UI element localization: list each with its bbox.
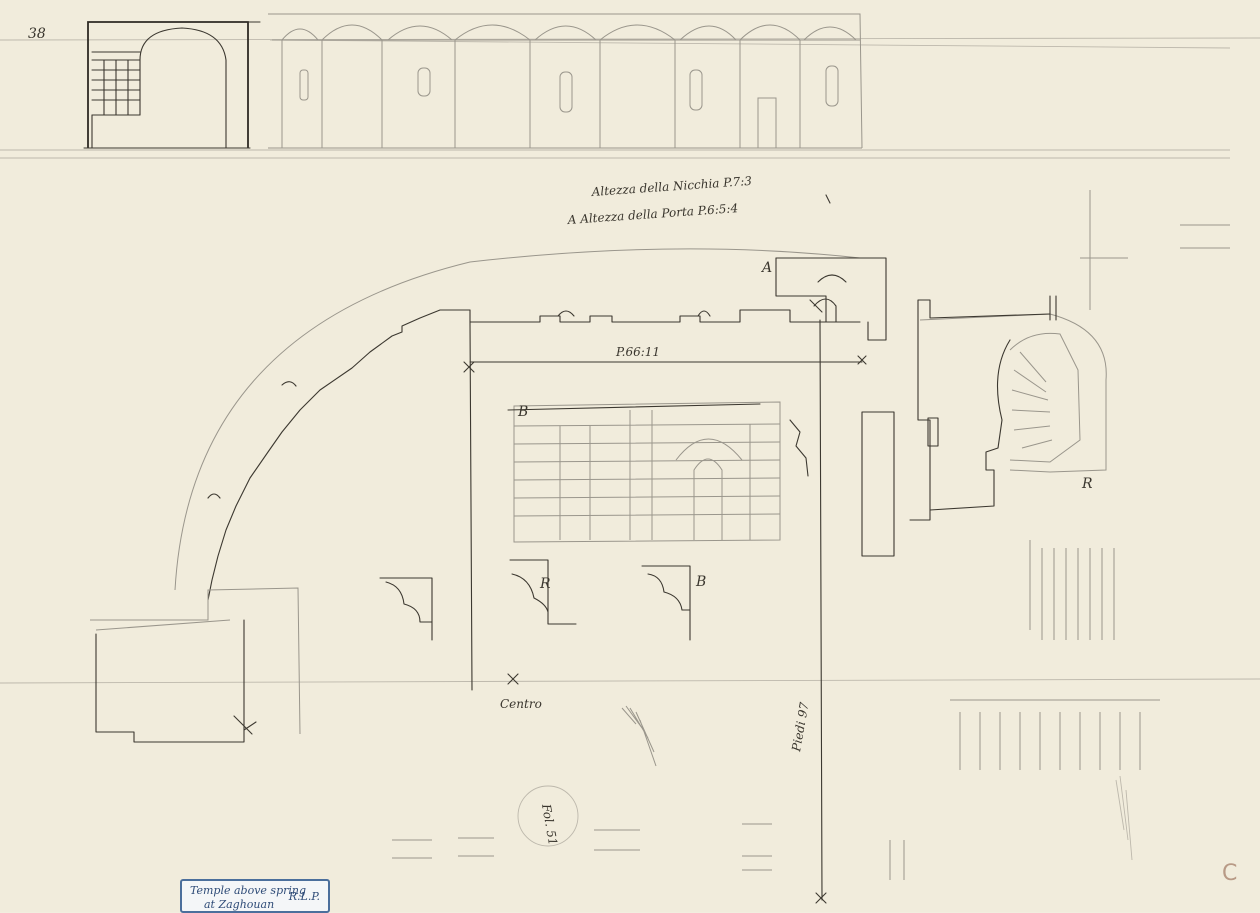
letter-r-stair: R	[1081, 476, 1093, 492]
moulding-profiles	[379, 559, 691, 641]
collector-label-line1: Temple above spring	[190, 884, 307, 897]
ruling-line	[0, 678, 1260, 684]
curved-wall-plan	[174, 248, 861, 601]
door-height-note: A Altezza della Porta P.6:5:4	[566, 201, 738, 227]
letter-a: A	[760, 260, 772, 276]
arch-elevation	[83, 21, 261, 149]
folio-stamp-ring	[517, 785, 579, 847]
cross-marks	[463, 194, 867, 904]
axis-line	[819, 319, 823, 901]
corner-mark: C	[1222, 861, 1237, 886]
bottom-tallies	[392, 823, 905, 880]
vertical-dimension: Piedi 97	[789, 701, 812, 754]
folio-stamp: Fol. 51	[539, 802, 560, 846]
axis-line	[469, 321, 473, 691]
collector-initials: R.L.P.	[288, 890, 320, 903]
ruling-line	[0, 37, 1260, 41]
ruling-line	[269, 39, 1231, 49]
niche-height-note: Altezza della Nicchia P.7:3	[590, 174, 753, 199]
niche-plan	[775, 257, 887, 341]
letter-b-lower: B	[695, 574, 706, 590]
stair-plan	[861, 295, 1107, 557]
pencil-hatching	[621, 705, 1133, 861]
colonnade-elevation	[268, 13, 863, 149]
main-dimension: P.66:11	[615, 345, 660, 359]
collector-label-line2: at Zaghouan	[204, 898, 275, 911]
wall-elevation-pencil	[507, 401, 809, 543]
letter-b-upper: B	[517, 404, 528, 420]
lower-plan	[90, 587, 301, 743]
tally-columns	[950, 190, 1230, 770]
collector-label: Temple above spring at Zaghouan R.L.P.	[180, 879, 330, 913]
letter-r: R	[539, 576, 551, 592]
centre-label: Centro	[500, 697, 542, 711]
corner-reference: 38	[28, 26, 46, 42]
